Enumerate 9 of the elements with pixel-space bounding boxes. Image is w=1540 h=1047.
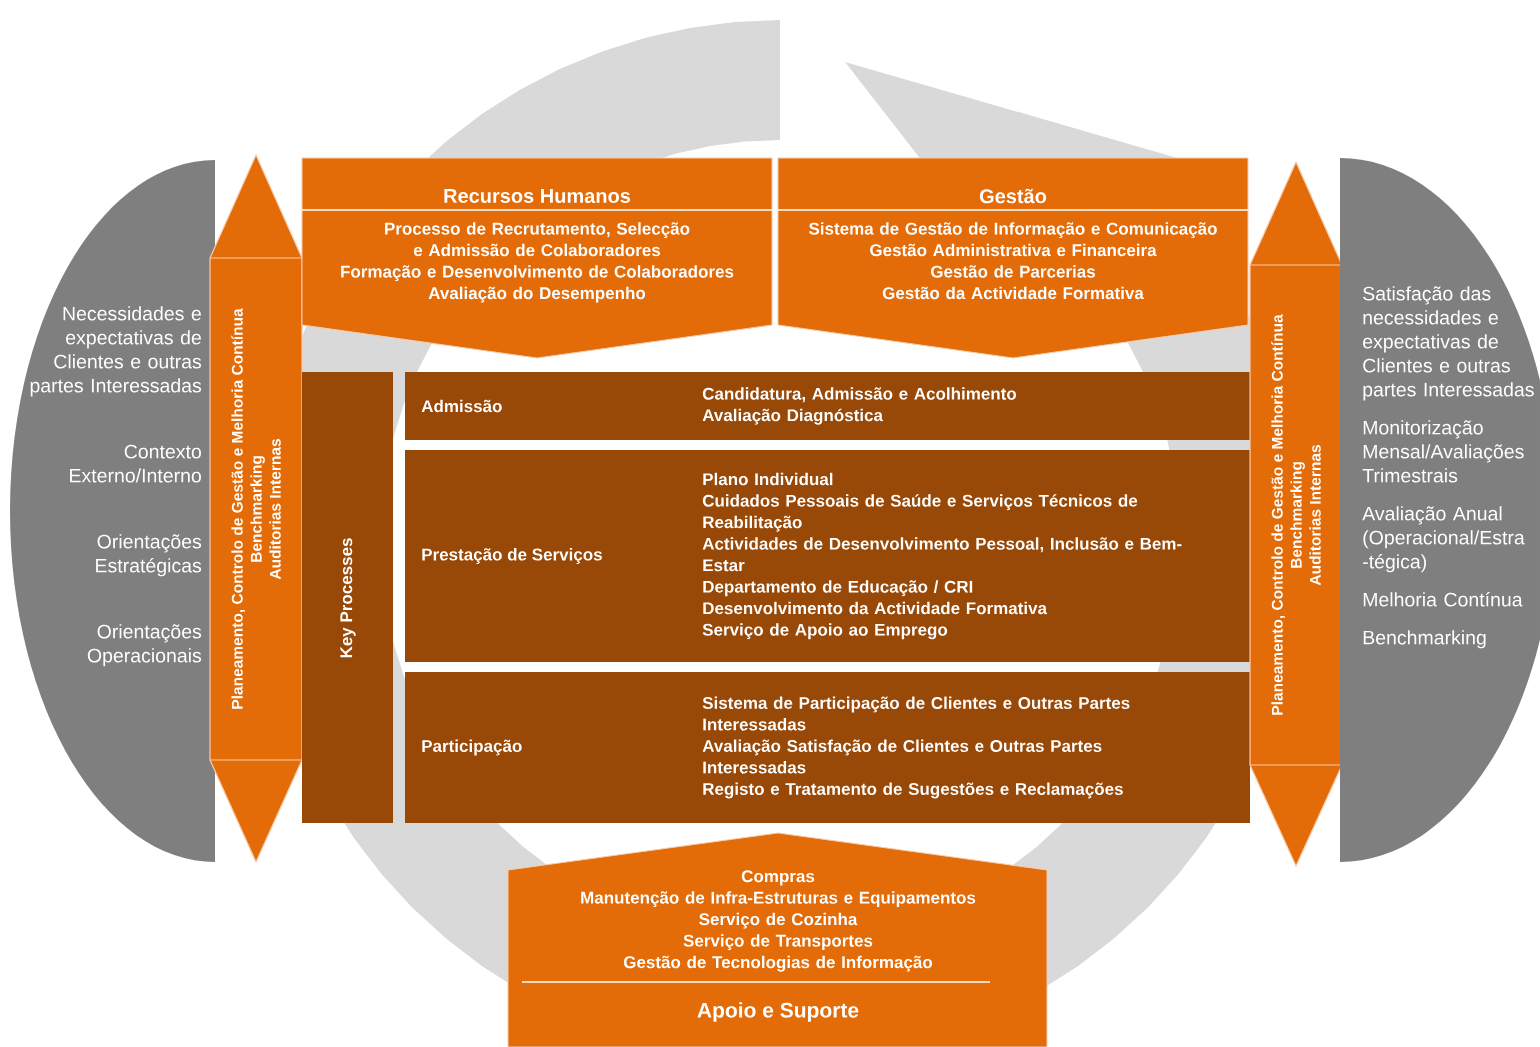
process-box: Key Processes: [302, 372, 393, 823]
process-row: Participação Sistema de Participação de Clientes e Outras Partes Interessadas Avaliação Satisfação de Clientes e Outras Partes Interessadas Registo e Tratamento de Sugestões e Reclamações: [405, 672, 1250, 823]
half-ellipse-panel: Satisfação das necessidades e expectativas de Clientes e outras partes Interessadas Monitorização Mensal/Avaliações Trimestrais Avaliação Anual (Operacional/Estra -tégica) Melhoria Contínua Benchmarking: [1340, 158, 1540, 862]
process-row: Prestação de Serviços Plano Individual Cuidados Pessoais de Saúde e Serviços Técnicos de Reabilitação Actividades de Desenvolvimento Pessoal, Inclusão e Bem-Estar Departamento de Educação / CRI Desenvolvimento da Actividade Formativa Serviço de Apoio ao Emprego: [405, 450, 1250, 662]
process-pentagon: Recursos Humanos Processo de Recrutamento, Selecção e Admissão de Colaboradores Formação e Desenvolvimento de Colaboradores Avaliação do Desempenho: [301, 157, 773, 359]
process-row: Admissão Candidatura, Admissão e Acolhimento Avaliação Diagnóstica: [405, 372, 1250, 440]
process-pentagon: Gestão Sistema de Gestão de Informação e Comunicação Gestão Administrativa e Financeira Gestão de Parcerias Gestão da Actividade Formativa: [777, 157, 1249, 359]
support-house: Compras Manutenção de Infra-Estruturas e Equipamentos Serviço de Cozinha Serviço de Transportes Gestão de Tecnologias de Informação Apoio e Suporte: [507, 832, 1048, 1047]
half-ellipse-panel: Necessidades e expectativas de Clientes e outras partes Interessadas Contexto Externo/Interno Orientações Estratégicas Orientações Operacionais: [10, 160, 215, 862]
